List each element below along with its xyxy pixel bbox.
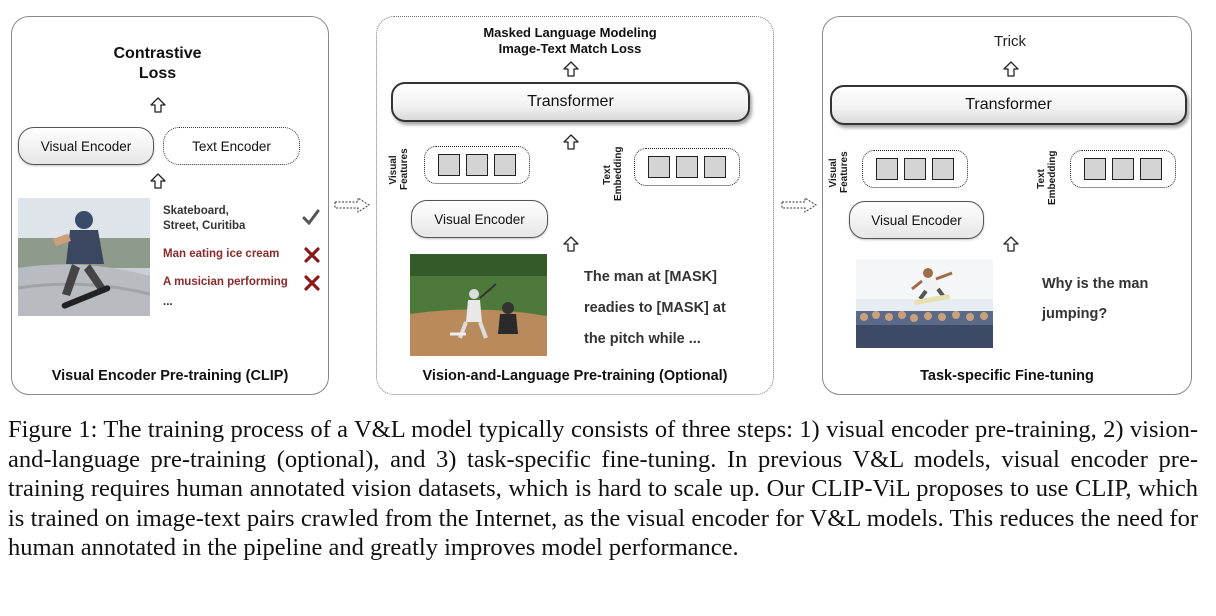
- feature-token: [876, 158, 898, 180]
- up-arrow-icon: [150, 173, 166, 189]
- check-icon: [302, 209, 320, 225]
- up-arrow-icon: [563, 61, 579, 77]
- embedding-token: [1084, 158, 1106, 180]
- cross-icon: [304, 247, 320, 263]
- panel1-title: Visual Encoder Pre-training (CLIP): [51, 368, 289, 384]
- visual-encoder-box: Visual Encoder: [849, 201, 984, 239]
- question-input: Why is the man jumping?: [1042, 276, 1149, 322]
- next-step-arrow-icon: [781, 197, 817, 213]
- embedding-token: [648, 156, 670, 178]
- panel2-title: Vision-and-Language Pre-training (Option…: [422, 368, 728, 384]
- baseball-photo: [410, 254, 547, 356]
- text-encoder-box: Text Encoder: [163, 127, 300, 165]
- feature-token: [932, 158, 954, 180]
- masked-text-input: The man at [MASK] readies to [MASK] at t…: [584, 269, 726, 347]
- up-arrow-icon: [563, 134, 579, 150]
- cross-icon: [304, 275, 320, 291]
- embedding-token: [704, 156, 726, 178]
- visual-encoder-box: Visual Encoder: [18, 127, 154, 165]
- feature-token: [494, 154, 516, 176]
- next-step-arrow-icon: [334, 197, 370, 213]
- visual-feature-tokens: [424, 146, 530, 184]
- transformer-box: Transformer: [391, 82, 750, 122]
- skateboard-jump-photo: [856, 259, 993, 348]
- transformer-box: Transformer: [830, 85, 1187, 125]
- visual-feature-tokens: [862, 150, 968, 188]
- up-arrow-icon: [563, 236, 579, 252]
- skateboarder-photo: [18, 198, 150, 316]
- caption-candidate-more: ...: [163, 296, 173, 308]
- up-arrow-icon: [150, 97, 166, 113]
- caption-candidate-2: Man eating ice cream: [163, 248, 280, 260]
- panel3-title: Task-specific Fine-tuning: [920, 368, 1094, 384]
- embedding-token: [1140, 158, 1162, 180]
- up-arrow-icon: [1003, 236, 1019, 252]
- figure-caption: Figure 1: The training process of a V&L …: [8, 416, 1198, 561]
- up-arrow-icon: [1003, 61, 1019, 77]
- task-output-label: Trick: [994, 33, 1026, 50]
- embedding-token: [676, 156, 698, 178]
- feature-token: [466, 154, 488, 176]
- caption-candidate-1: Skateboard, Street, Curitiba: [163, 205, 246, 232]
- caption-candidate-3: A musician performing: [163, 276, 288, 288]
- text-embedding-tokens: [634, 148, 740, 186]
- visual-encoder-box: Visual Encoder: [411, 200, 548, 238]
- text-embedding-tokens: [1070, 150, 1176, 188]
- feature-token: [904, 158, 926, 180]
- feature-token: [438, 154, 460, 176]
- embedding-token: [1112, 158, 1134, 180]
